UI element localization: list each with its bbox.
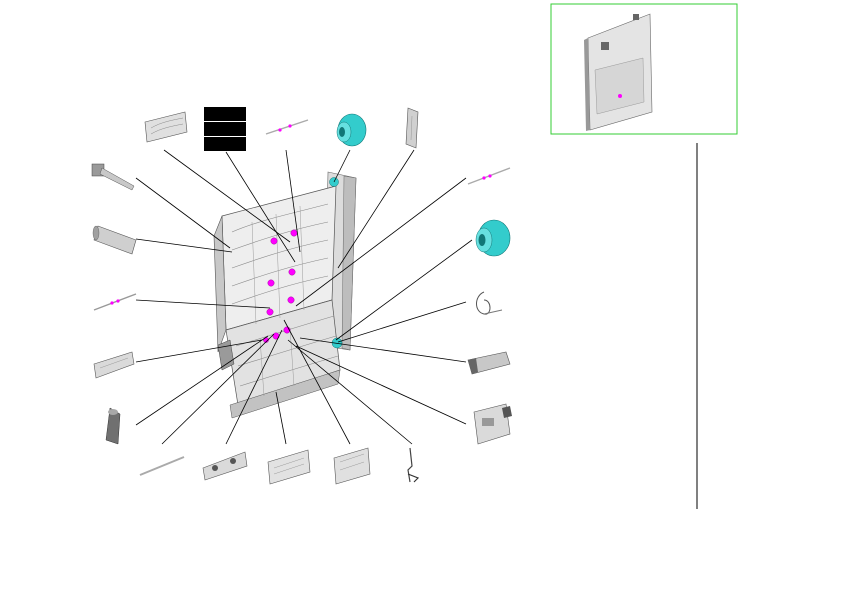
rod-icon[interactable] [139, 456, 185, 476]
label-box-3 [204, 137, 246, 151]
main-assembly [213, 171, 357, 419]
bracket-icon[interactable] [93, 351, 135, 379]
wire-spring-icon[interactable] [407, 447, 420, 483]
side-frame-icon[interactable] [405, 107, 419, 149]
small-shaft-icon[interactable] [467, 167, 511, 185]
guide-plate-icon[interactable] [267, 449, 311, 485]
roller-sleeve-icon[interactable] [92, 225, 137, 255]
pin-icon[interactable] [93, 293, 137, 311]
highlight-markers [263, 229, 298, 343]
side-bracket-icon[interactable] [473, 403, 512, 445]
inset-assembly-view [584, 13, 653, 131]
leader-lines [135, 149, 473, 445]
drive-roller-icon[interactable] [475, 219, 511, 257]
label-box-1 [204, 107, 246, 121]
torsion-spring-icon[interactable] [476, 291, 503, 315]
cover-bracket-icon[interactable] [467, 351, 511, 375]
label-box-2 [204, 122, 246, 136]
shaft-with-gear-icon[interactable] [91, 163, 135, 191]
callout-label-boxes [204, 107, 246, 151]
gear-bracket-icon[interactable] [202, 451, 248, 481]
guide-plate-icon[interactable] [333, 447, 371, 485]
guide-plate-icon[interactable] [144, 111, 188, 143]
drive-roller-icon[interactable] [336, 113, 367, 147]
small-shaft-icon[interactable] [265, 119, 309, 135]
inset-highlight [618, 94, 622, 98]
lever-icon[interactable] [105, 407, 121, 445]
